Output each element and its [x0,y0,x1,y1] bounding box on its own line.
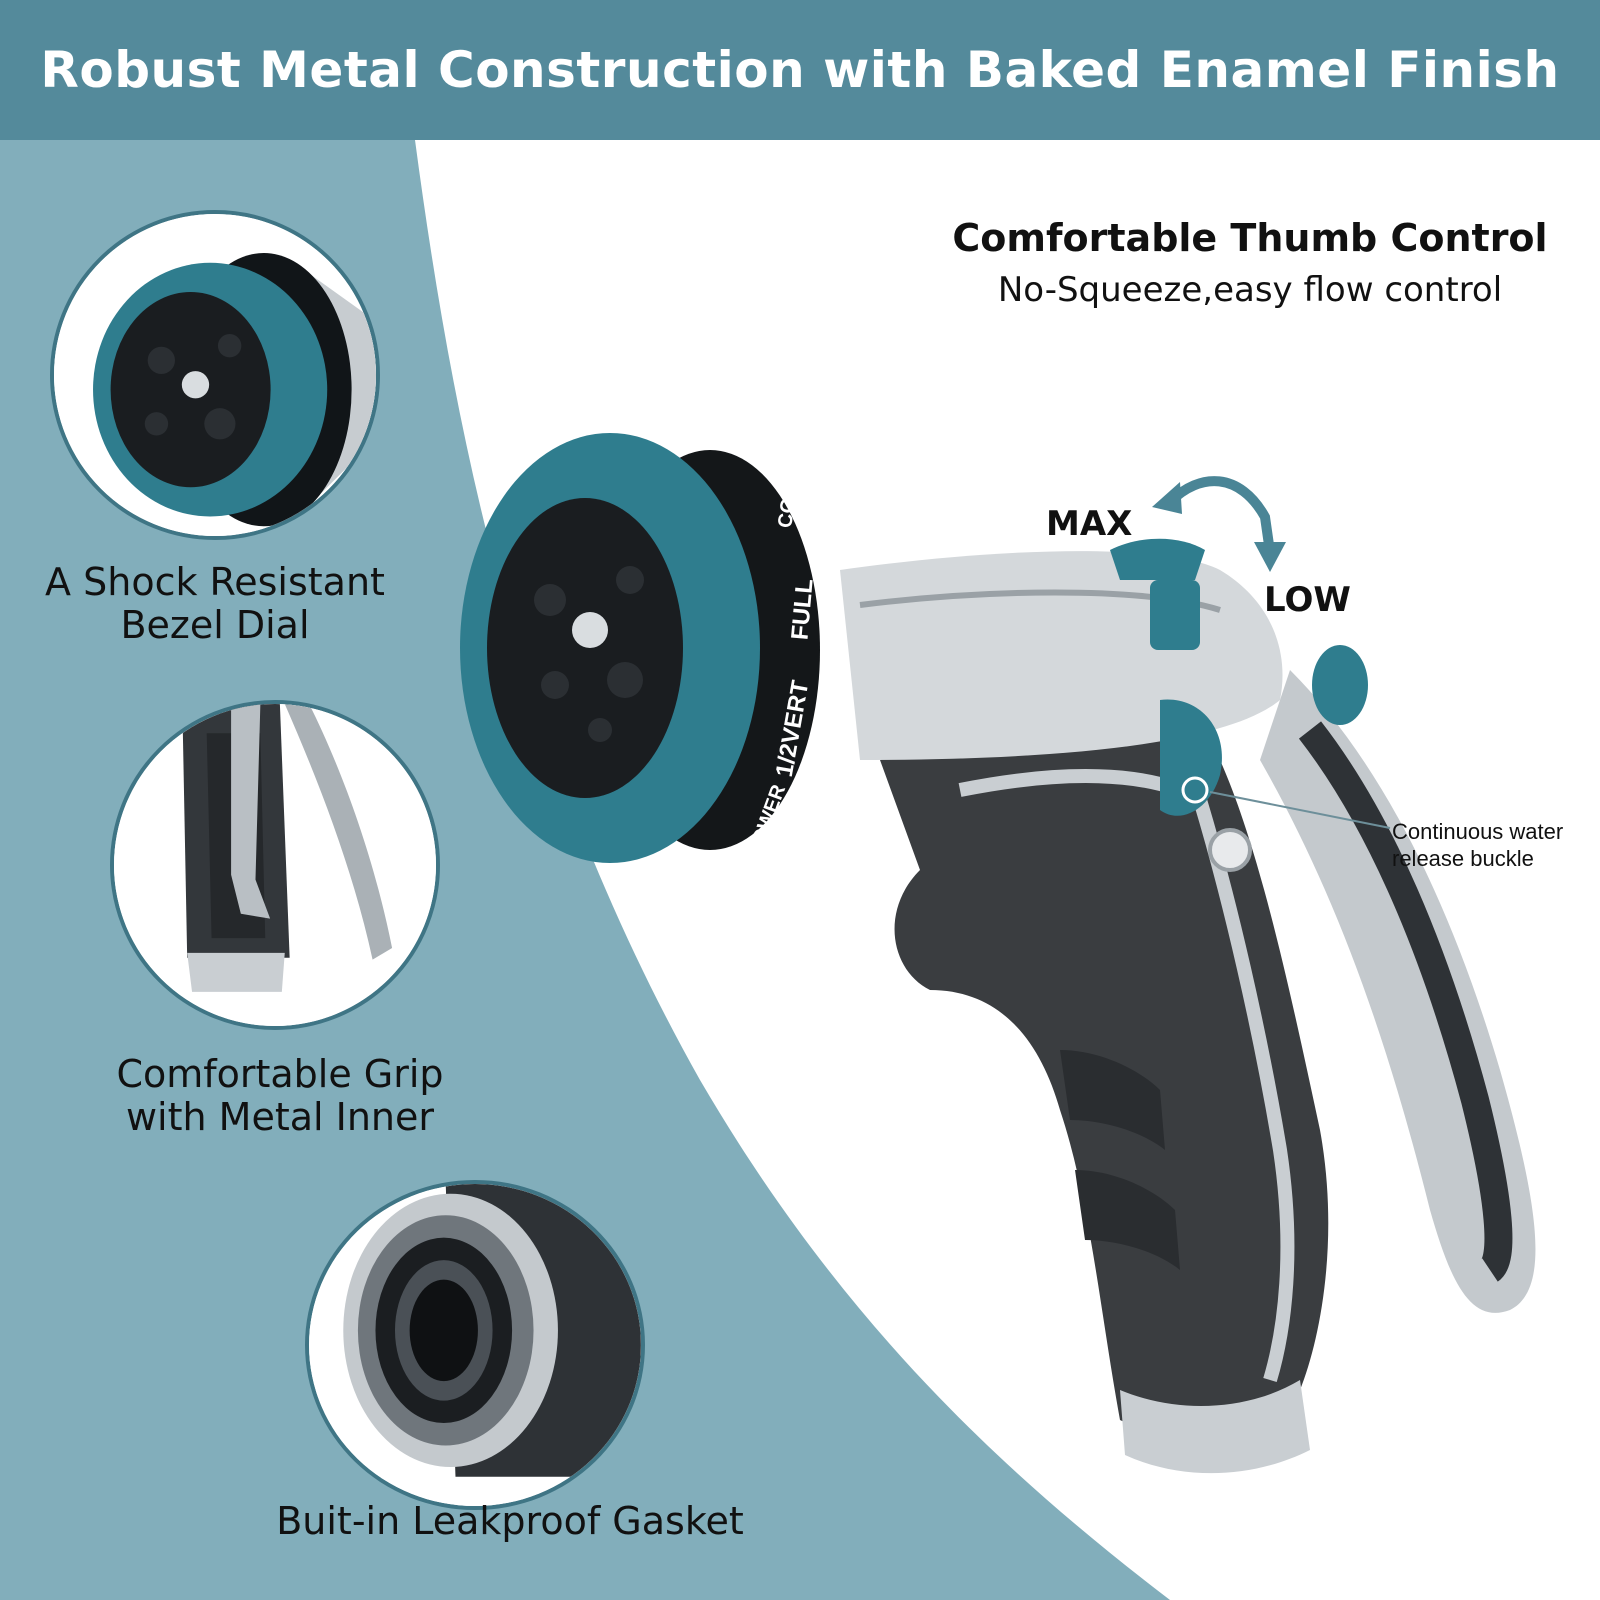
gasket-photo [305,1180,645,1510]
flow-arrow-icon [1152,476,1286,572]
low-flow-label: LOW [1264,580,1351,620]
dial-label-full: FULL [786,578,818,641]
dial-setting-labels: CONE FULL 1/2VERT SHOWER [739,469,819,874]
dial-label-cone: CONE [774,469,804,529]
hose-nozzle-illustration [460,433,1536,1474]
grip-caption: Comfortable Grip with Metal Inner [90,1053,470,1139]
bezel-dial-caption: A Shock Resistant Bezel Dial [30,561,400,647]
gasket-caption-line1: Buit-in Leakproof Gasket [276,1499,744,1543]
grip-caption-line2: with Metal Inner [125,1095,435,1139]
bezel-caption-line2: Bezel Dial [120,603,310,647]
thumb-control-title: Comfortable Thumb Control [952,216,1548,260]
dial-label-shower: SHOWER [739,781,791,874]
grip-photo [110,700,440,1030]
buckle-callout: Continuous water release buckle [1392,818,1592,872]
buckle-callout-line2: release buckle [1392,846,1534,871]
bezel-caption-line1: A Shock Resistant [45,560,385,604]
bezel-dial-photo [50,210,380,540]
header-banner: Robust Metal Construction with Baked Ena… [0,0,1600,140]
max-flow-label: MAX [1046,504,1133,544]
thumb-control-subtitle: No-Squeeze,easy flow control [997,270,1503,310]
dial-label-half-vert: 1/2VERT [771,678,815,779]
gasket-caption: Buit-in Leakproof Gasket [250,1500,770,1543]
buckle-callout-line1: Continuous water [1392,819,1564,844]
grip-caption-line1: Comfortable Grip [116,1052,444,1096]
page-title: Robust Metal Construction with Baked Ena… [40,41,1560,99]
